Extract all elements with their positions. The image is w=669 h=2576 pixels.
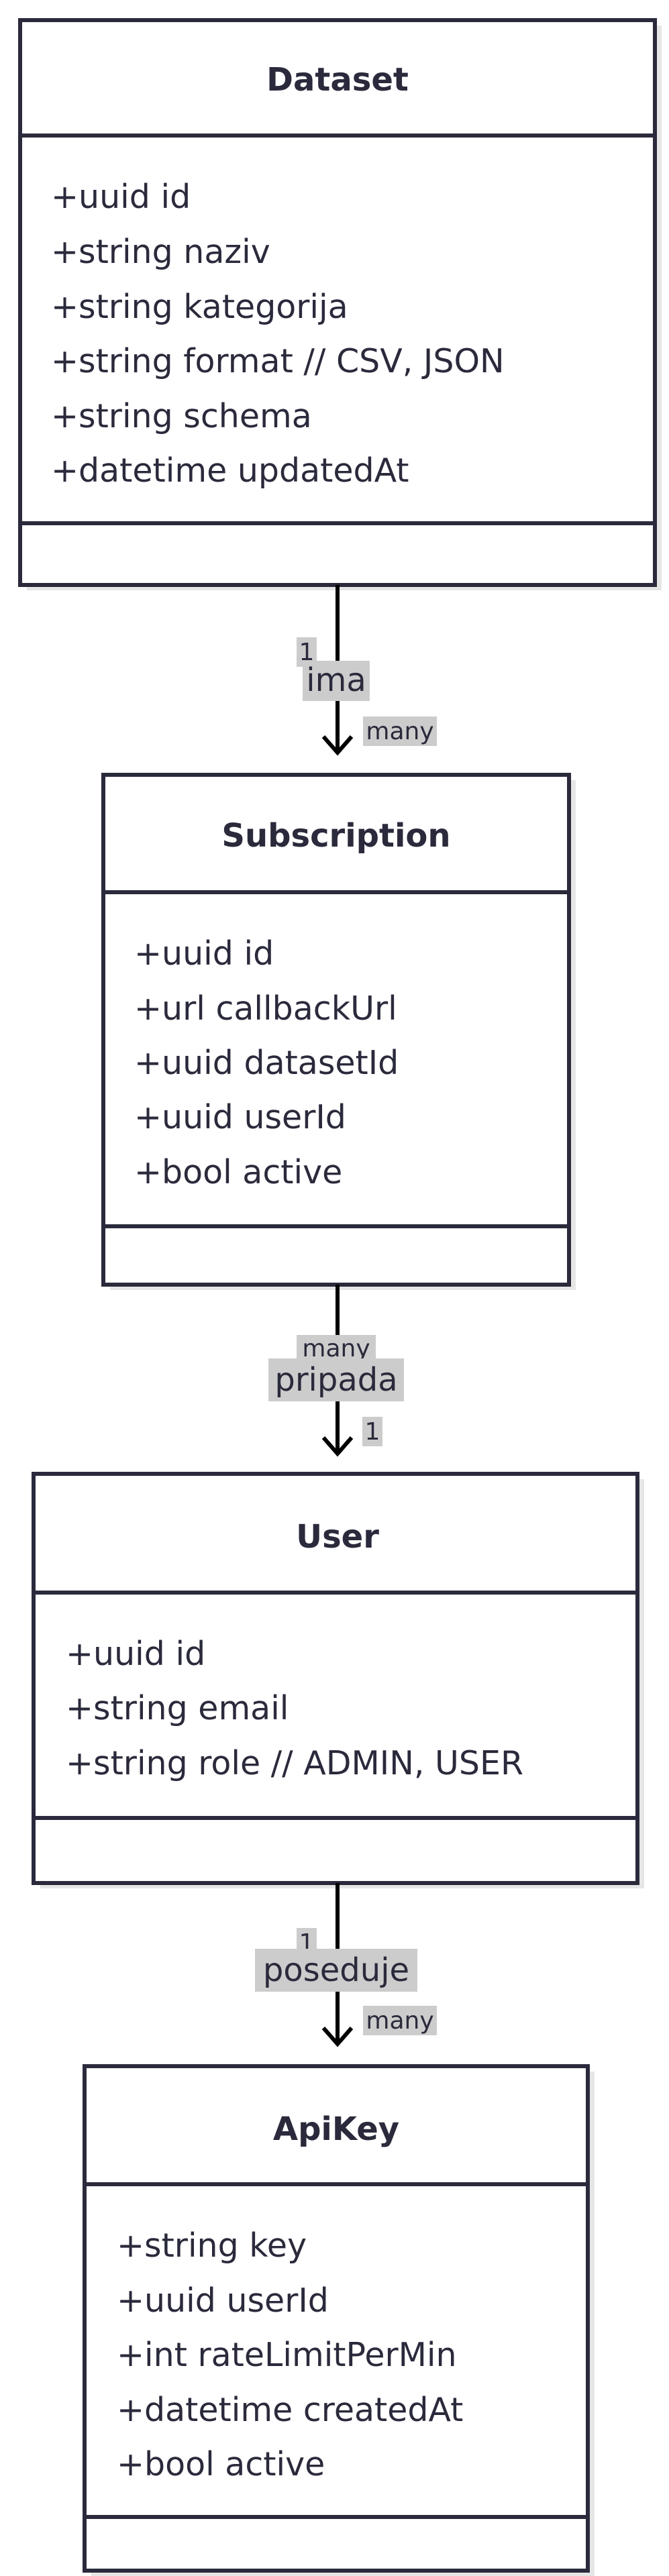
class-subscription-title: Subscription xyxy=(221,817,450,855)
class-subscription-attribute: +url callbackUrl xyxy=(134,989,397,1028)
relation-label: poseduje xyxy=(263,1951,409,1989)
class-subscription: Subscription +uuid id +url callbackUrl +… xyxy=(101,773,576,1290)
relation-subscription-user: many pripada 1 xyxy=(268,1285,404,1457)
multiplicity-to-label: many xyxy=(366,718,433,745)
class-user-attribute: +string role // ADMIN, USER xyxy=(66,1744,523,1782)
arrow-head-icon xyxy=(321,735,354,756)
multiplicity-to-label: many xyxy=(366,2007,433,2035)
class-dataset-attribute: +string naziv xyxy=(51,233,270,271)
class-subscription-attribute: +bool active xyxy=(134,1153,342,1191)
multiplicity-from-label: many xyxy=(302,1335,370,1362)
class-user-box xyxy=(32,1472,639,1885)
class-user-attribute: +string email xyxy=(66,1689,289,1727)
class-dataset: Dataset +uuid id +string naziv +string k… xyxy=(18,18,662,590)
class-dataset-attribute: +string kategorija xyxy=(51,288,348,326)
class-user: User +uuid id +string email +string role… xyxy=(32,1472,644,1888)
multiplicity-from-label: 1 xyxy=(299,639,315,666)
class-dataset-attribute: +uuid id xyxy=(51,178,191,216)
class-apikey-attribute: +bool active xyxy=(117,2445,325,2483)
class-apikey-box xyxy=(83,2064,590,2573)
relation-label: pripada xyxy=(274,1361,397,1399)
multiplicity-bg xyxy=(362,1417,382,1446)
class-apikey-title: ApiKey xyxy=(273,2110,399,2148)
relation-label-bg xyxy=(255,1949,417,1992)
class-dataset-attribute: +datetime updatedAt xyxy=(51,451,409,490)
relation-label-bg xyxy=(303,661,370,701)
class-user-attribute: +uuid id xyxy=(66,1635,205,1673)
class-subscription-box xyxy=(101,773,571,1287)
relation-label-bg xyxy=(268,1358,404,1401)
class-apikey-attribute: +string key xyxy=(117,2226,307,2265)
class-user-title: User xyxy=(296,1518,379,1556)
class-subscription-attribute: +uuid userId xyxy=(134,1098,346,1136)
class-subscription-attribute: +uuid id xyxy=(134,934,274,973)
relation-user-apikey: 1 poseduje many xyxy=(255,1883,437,2047)
class-apikey-attribute: +uuid userId xyxy=(117,2282,329,2320)
class-dataset-attribute: +string schema xyxy=(51,397,312,435)
class-apikey-attribute: +datetime createdAt xyxy=(117,2391,463,2429)
multiplicity-bg xyxy=(297,1335,376,1362)
arrow-head-icon xyxy=(321,2027,354,2047)
relation-label: ima xyxy=(306,661,366,699)
relation-dataset-subscription: 1 ima many xyxy=(297,585,437,756)
class-dataset-title: Dataset xyxy=(266,61,409,99)
class-apikey-attribute: +int rateLimitPerMin xyxy=(117,2336,457,2374)
multiplicity-bg xyxy=(363,2006,437,2035)
multiplicity-bg xyxy=(363,716,437,746)
class-apikey: ApiKey +string key +uuid userId +int rat… xyxy=(83,2064,595,2576)
class-subscription-attribute: +uuid datasetId xyxy=(134,1044,399,1082)
multiplicity-to-label: 1 xyxy=(365,1418,380,1446)
arrow-head-icon xyxy=(321,1436,354,1457)
class-dataset-attribute: +string format // CSV, JSON xyxy=(51,342,505,380)
class-dataset-box xyxy=(18,18,657,587)
